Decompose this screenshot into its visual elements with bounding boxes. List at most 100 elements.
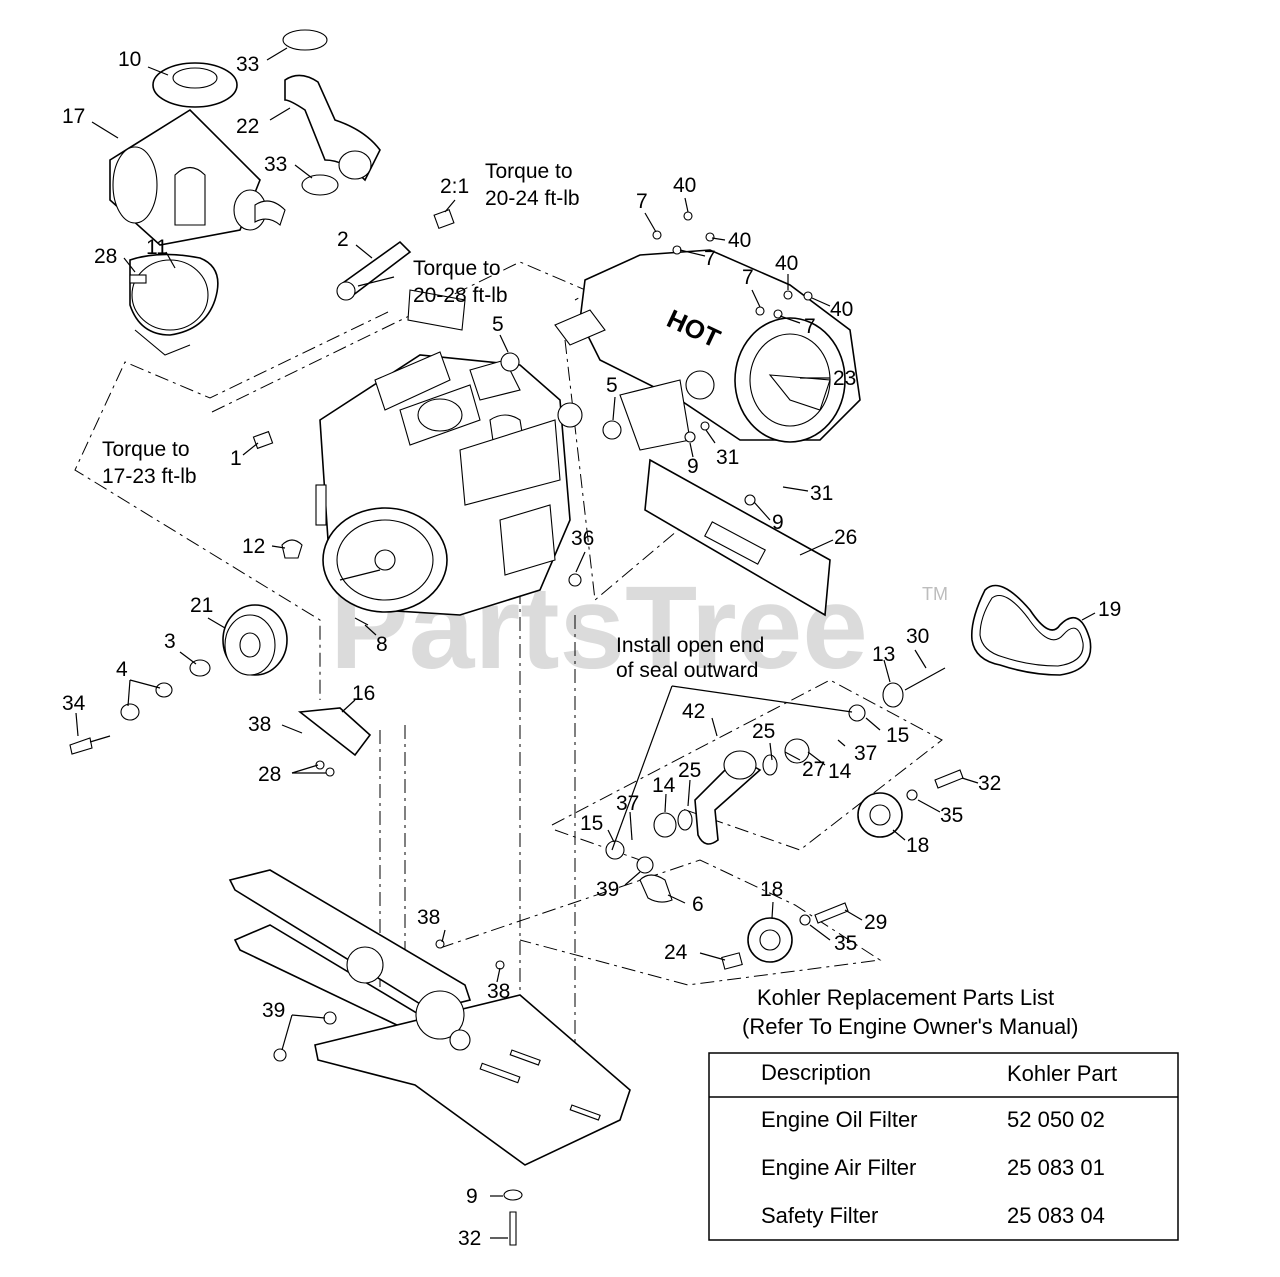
- callout-label: 34: [62, 692, 86, 715]
- callout-label: 26: [834, 526, 857, 549]
- engine-block: [315, 289, 583, 616]
- callout-label: 7: [804, 315, 816, 338]
- callout-label: 31: [716, 446, 739, 469]
- callout-label: 28: [94, 245, 117, 268]
- table-cell-description: Safety Filter: [761, 1203, 878, 1228]
- callout-label: 32: [978, 772, 1001, 795]
- callout-label: 32: [458, 1227, 481, 1250]
- gaskets: [500, 352, 622, 440]
- callout-label: 28: [258, 763, 281, 786]
- callout-label: 2: [337, 228, 349, 251]
- torque-note-line: 20-24 ft-lb: [485, 187, 580, 210]
- callout-label: 25: [678, 759, 701, 782]
- idler-pulleys: [721, 769, 964, 970]
- callout-label: 40: [775, 252, 798, 275]
- torque-notes: Torque to 20-24 ft-lb Torque to 20-28 ft…: [102, 160, 580, 488]
- callout-label: 5: [606, 374, 618, 397]
- callout-label: 7: [704, 247, 716, 270]
- callout-label: 37: [854, 742, 877, 765]
- seal-note: Install open end of seal outward: [616, 634, 764, 682]
- seal-note-line: of seal outward: [616, 659, 758, 682]
- table-cell-description: Engine Air Filter: [761, 1155, 916, 1180]
- callout-label: 42: [682, 700, 705, 723]
- callout-label: 14: [652, 774, 676, 797]
- callout-label: 39: [596, 878, 619, 901]
- seal-note-line: Install open end: [616, 634, 764, 657]
- heat-shield: [644, 458, 831, 617]
- callout-label: 40: [728, 229, 751, 252]
- callout-label: 2:1: [440, 175, 469, 198]
- callout-label: 38: [417, 906, 440, 929]
- air-cleaner-assembly: [109, 62, 286, 356]
- callout-label: 40: [830, 298, 853, 321]
- table-cell-part: 25 083 04: [1007, 1203, 1105, 1228]
- torque-note-line: 20-28 ft-lb: [413, 284, 508, 307]
- callout-label: 21: [190, 594, 213, 617]
- callout-label: 23: [833, 367, 856, 390]
- mounting-frame: [228, 869, 631, 1246]
- callout-label: 18: [760, 878, 783, 901]
- callout-label: 17: [62, 105, 85, 128]
- callout-label: 25: [752, 720, 775, 743]
- callout-label: 37: [616, 792, 639, 815]
- table-header-description: Description: [761, 1060, 871, 1085]
- table-header-part: Kohler Part: [1007, 1061, 1117, 1086]
- callout-label: 24: [664, 941, 688, 964]
- callout-label: 7: [742, 266, 754, 289]
- callout-label: 40: [673, 174, 696, 197]
- callout-label: 3: [164, 630, 176, 653]
- watermark-trademark: TM: [922, 584, 948, 604]
- torque-note-line: Torque to: [413, 257, 501, 280]
- callout-label: 27: [802, 758, 825, 781]
- torque-note-line: Torque to: [102, 438, 190, 461]
- callout-label: 39: [262, 999, 285, 1022]
- callout-label: 9: [772, 511, 784, 534]
- callout-label: 1: [230, 447, 242, 470]
- crankshaft-pulley: [69, 604, 288, 755]
- drive-belt: [970, 584, 1092, 676]
- parts-list-subtitle: (Refer To Engine Owner's Manual): [742, 1014, 1078, 1039]
- table-cell-part: 25 083 01: [1007, 1155, 1105, 1180]
- callout-label: 9: [687, 455, 699, 478]
- callout-label: 16: [352, 682, 375, 705]
- muffler: HOT: [554, 249, 861, 451]
- callout-label: 22: [236, 115, 259, 138]
- callout-label: 5: [492, 313, 504, 336]
- table-cell-description: Engine Oil Filter: [761, 1107, 918, 1132]
- callout-label: 13: [872, 643, 895, 666]
- callout-label: 9: [466, 1185, 478, 1208]
- callout-label: 29: [864, 911, 887, 934]
- callout-label: 30: [906, 625, 929, 648]
- callout-label: 35: [940, 804, 963, 827]
- callout-label: 7: [636, 190, 648, 213]
- callout-label: 31: [810, 482, 833, 505]
- bracket: [297, 707, 372, 777]
- muffler-hardware: [354, 211, 813, 626]
- callout-label: 15: [886, 724, 909, 747]
- callout-label: 4: [116, 658, 128, 681]
- idler-arm: [605, 667, 946, 903]
- parts-list-table: Kohler Replacement Parts List (Refer To …: [708, 985, 1179, 1241]
- callout-label: 33: [264, 153, 287, 176]
- callout-label: 38: [487, 980, 510, 1003]
- torque-note-line: Torque to: [485, 160, 573, 183]
- callout-label: 11: [146, 236, 168, 259]
- callout-label: 18: [906, 834, 929, 857]
- leader-lines: [75, 47, 1096, 1239]
- callout-label: 8: [376, 633, 388, 656]
- callout-label: 6: [692, 893, 704, 916]
- callout-label: 12: [242, 535, 265, 558]
- fittings: [252, 208, 455, 559]
- callout-label: 35: [834, 932, 857, 955]
- callout-label: 15: [580, 812, 603, 835]
- callout-label: 19: [1098, 598, 1121, 621]
- assembly-lines: [74, 261, 943, 1085]
- intake-tube: [282, 29, 381, 196]
- callout-label: 33: [236, 53, 259, 76]
- torque-note-line: 17-23 ft-lb: [102, 465, 197, 488]
- callout-labels: 10 33 17 22 33 2:1 2 28 11 7 40 40 7 7 4…: [62, 48, 1121, 1250]
- callout-label: 36: [571, 527, 594, 550]
- table-cell-part: 52 050 02: [1007, 1107, 1105, 1132]
